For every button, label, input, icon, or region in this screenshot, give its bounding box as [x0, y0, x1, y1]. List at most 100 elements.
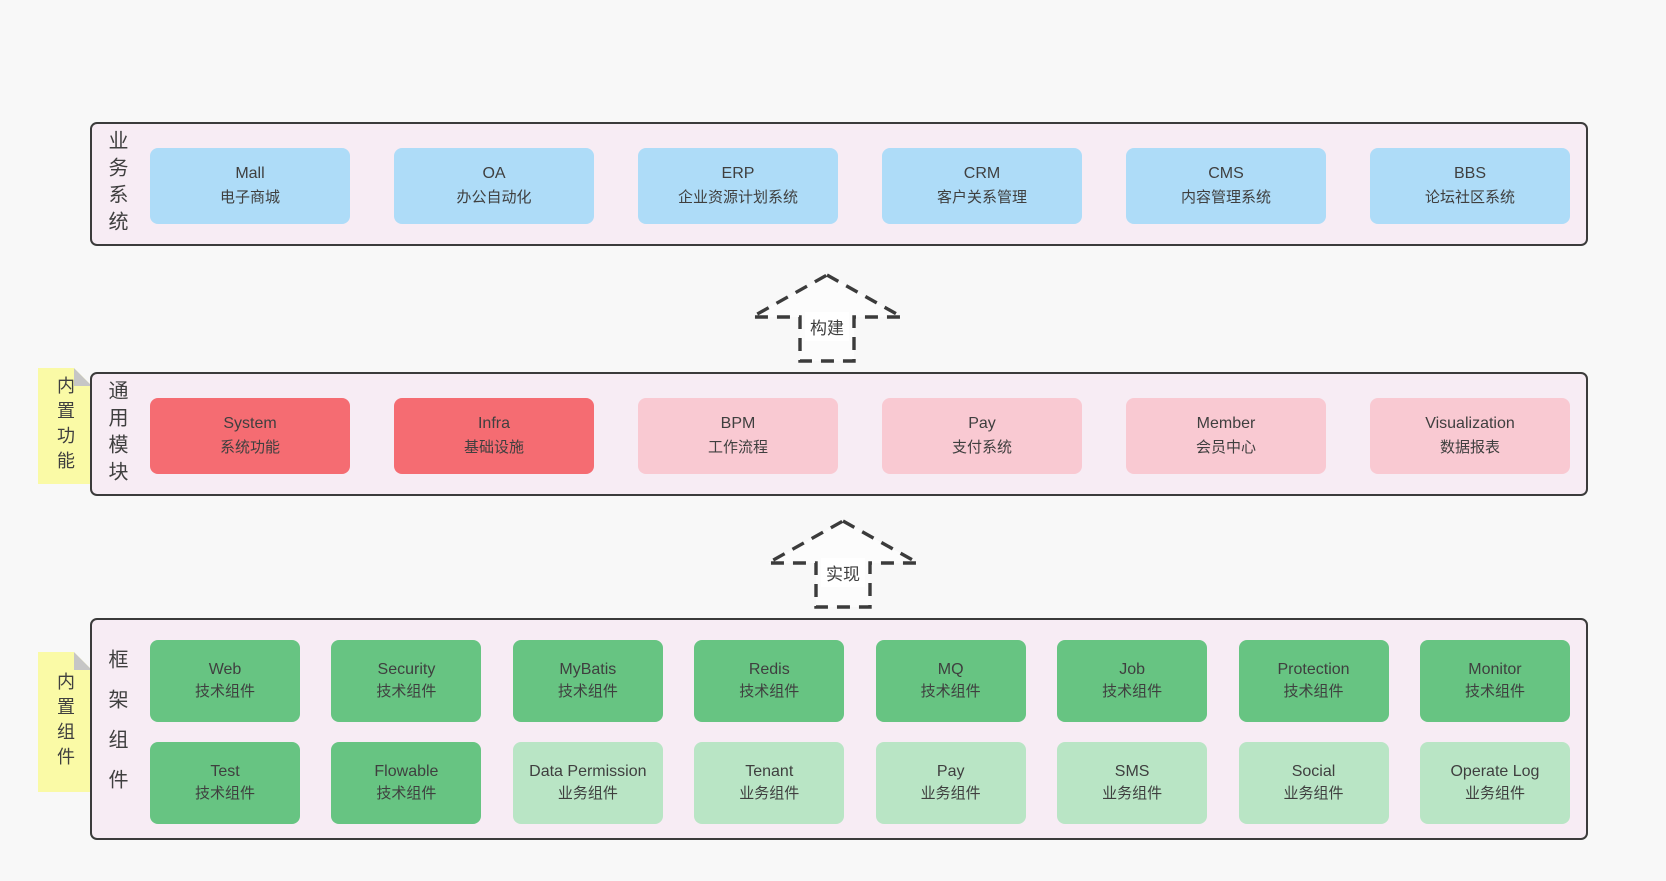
box-row: Mall 电子商城 OA 办公自动化 ERP 企业资源计划系统 CRM 客户关系…	[150, 148, 1570, 224]
box-oa: OA 办公自动化	[394, 148, 594, 224]
box-protection: Protection 技术组件	[1238, 640, 1389, 722]
box-crm: CRM 客户关系管理	[882, 148, 1082, 224]
box-desc: 会员中心	[1195, 439, 1256, 456]
box-desc: 技术组件	[920, 683, 981, 700]
box-tenant: Tenant 业务组件	[694, 742, 845, 824]
box-name: CMS	[1208, 165, 1244, 182]
box-name: Redis	[748, 661, 790, 678]
box-system: System 系统功能	[150, 398, 350, 474]
box-name: Pay	[936, 763, 965, 780]
layer-business-systems: 业务系统 Mall 电子商城 OA 办公自动化 ERP 企业资源计划系统 CRM…	[90, 122, 1588, 246]
box-name: Infra	[477, 415, 510, 432]
box-name: ERP	[721, 165, 755, 182]
box-desc: 论坛社区系统	[1424, 189, 1515, 206]
box-desc: 技术组件	[194, 683, 255, 700]
layer-label: 框架组件	[105, 649, 127, 809]
box-name: BPM	[720, 415, 756, 432]
sticky-label: 内置组件	[55, 672, 75, 772]
box-desc: 数据报表	[1439, 439, 1500, 456]
box-name: MyBatis	[559, 661, 617, 678]
box-desc: 电子商城	[219, 189, 280, 206]
arrow-label: 构建	[805, 312, 849, 341]
box-desc: 企业资源计划系统	[677, 189, 798, 206]
box-bbs: BBS 论坛社区系统	[1370, 148, 1570, 224]
box-desc: 办公自动化	[456, 189, 532, 206]
box-sms: SMS 业务组件	[1057, 742, 1208, 824]
box-monitor: Monitor 技术组件	[1419, 640, 1570, 722]
box-flowable: Flowable 技术组件	[331, 742, 482, 824]
box-member: Member 会员中心	[1126, 398, 1326, 474]
box-desc: 技术组件	[376, 785, 437, 802]
box-cms: CMS 内容管理系统	[1126, 148, 1326, 224]
box-test: Test 技术组件	[150, 742, 300, 824]
box-name: Mall	[235, 165, 265, 182]
box-name: Job	[1119, 661, 1145, 678]
layer-label: 业务系统	[105, 130, 127, 238]
box-name: Pay	[968, 415, 996, 432]
box-desc: 技术组件	[1283, 683, 1344, 700]
box-pay: Pay 支付系统	[882, 398, 1082, 474]
box-name: Visualization	[1425, 415, 1515, 432]
box-name: Web	[208, 661, 242, 678]
layer-common-modules: 通用模块 System 系统功能 Infra 基础设施 BPM 工作流程 Pay…	[90, 372, 1588, 496]
layer-framework-components: 框架组件 Web 技术组件 Security 技术组件 MyBatis 技术组件…	[90, 618, 1588, 840]
box-desc: 技术组件	[1102, 683, 1163, 700]
box-desc: 技术组件	[194, 785, 255, 802]
implement-arrow: 实现	[761, 518, 925, 610]
box-bpm: BPM 工作流程	[638, 398, 838, 474]
box-name: Flowable	[374, 763, 439, 780]
box-desc: 内容管理系统	[1180, 189, 1271, 206]
box-web: Web 技术组件	[150, 640, 300, 722]
box-desc: 业务组件	[1464, 785, 1525, 802]
box-name: SMS	[1114, 763, 1150, 780]
sticky-label: 内置功能	[55, 376, 75, 476]
box-name: OA	[482, 165, 506, 182]
sticky-built-in-features: 内置功能	[38, 368, 92, 484]
layer-label: 通用模块	[105, 380, 127, 488]
box-security: Security 技术组件	[331, 640, 482, 722]
box-row: System 系统功能 Infra 基础设施 BPM 工作流程 Pay 支付系统…	[150, 398, 1570, 474]
box-name: Protection	[1277, 661, 1350, 678]
box-name: Security	[377, 661, 436, 678]
box-erp: ERP 企业资源计划系统	[638, 148, 838, 224]
box-name: BBS	[1453, 165, 1486, 182]
box-mall: Mall 电子商城	[150, 148, 350, 224]
box-redis: Redis 技术组件	[694, 640, 845, 722]
box-pay-biz: Pay 业务组件	[875, 742, 1026, 824]
box-desc: 基础设施	[463, 439, 524, 456]
box-name: Test	[210, 763, 240, 780]
box-desc: 工作流程	[707, 439, 768, 456]
box-name: Data Permission	[529, 763, 647, 780]
box-visualization: Visualization 数据报表	[1370, 398, 1570, 474]
box-job: Job 技术组件	[1057, 640, 1208, 722]
box-name: Monitor	[1468, 661, 1522, 678]
box-desc: 支付系统	[951, 439, 1012, 456]
box-desc: 技术组件	[1464, 683, 1525, 700]
box-operate-log: Operate Log 业务组件	[1419, 742, 1570, 824]
box-name: Social	[1291, 763, 1336, 780]
box-name: CRM	[963, 165, 1001, 182]
box-desc: 业务组件	[739, 785, 800, 802]
box-desc: 客户关系管理	[936, 189, 1027, 206]
box-desc: 技术组件	[557, 683, 618, 700]
box-desc: 业务组件	[1283, 785, 1344, 802]
box-name: Tenant	[745, 763, 794, 780]
box-mq: MQ 技术组件	[875, 640, 1026, 722]
box-social: Social 业务组件	[1238, 742, 1389, 824]
box-desc: 业务组件	[920, 785, 981, 802]
arrow-label: 实现	[821, 558, 865, 587]
box-mybatis: MyBatis 技术组件	[512, 640, 663, 722]
build-arrow: 构建	[745, 272, 909, 364]
box-name: MQ	[937, 661, 964, 678]
box-desc: 系统功能	[219, 439, 280, 456]
box-name: Operate Log	[1450, 763, 1540, 780]
box-name: Member	[1196, 415, 1256, 432]
box-desc: 技术组件	[739, 683, 800, 700]
box-name: System	[223, 415, 277, 432]
sticky-built-in-components: 内置组件	[38, 652, 92, 792]
box-data-permission: Data Permission 业务组件	[512, 742, 663, 824]
box-desc: 技术组件	[376, 683, 437, 700]
box-desc: 业务组件	[1102, 785, 1163, 802]
box-infra: Infra 基础设施	[394, 398, 594, 474]
